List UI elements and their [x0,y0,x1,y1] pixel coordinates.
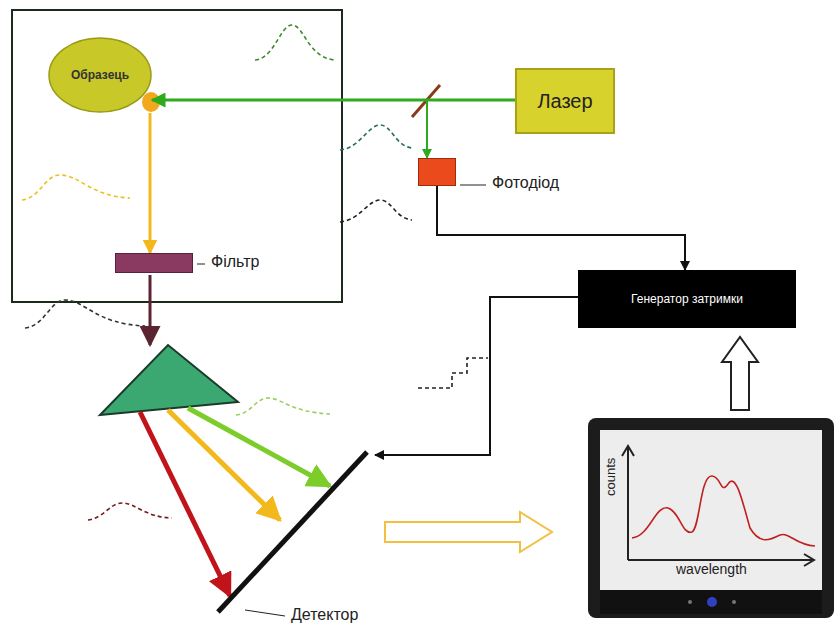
filtered-beam [149,275,152,345]
connector [427,100,515,158]
connector [149,113,152,253]
photodiode-body [418,158,456,186]
sample-ellipse: Образець [48,37,152,113]
axis-label: wavelength [676,562,747,576]
monitor [588,418,834,618]
data-transfer-arrow [385,512,552,552]
detector-array [215,448,375,628]
sample-chamber [12,10,342,302]
node-label: Образець [71,68,129,82]
prism [100,345,238,415]
connector [437,186,685,270]
detector: Детектор [215,448,375,628]
control-arrow [722,337,758,410]
delay-generator: Генератор затримки [578,270,796,328]
laser-box: Лазер [515,68,615,134]
filter: Фільтр [115,253,193,273]
node-label: Детектор [291,606,358,624]
node-label: Генератор затримки [631,292,743,307]
laser-spot [142,92,160,112]
axis-label: counts [604,458,617,496]
node-label: Фотодіод [492,174,559,192]
node-label: Лазер [537,89,592,114]
connector [375,297,578,455]
node-label: Фільтр [211,253,259,271]
dispersed-beams [140,408,330,596]
filter-body [115,253,193,273]
photodiode: Фотодіод [418,158,456,186]
